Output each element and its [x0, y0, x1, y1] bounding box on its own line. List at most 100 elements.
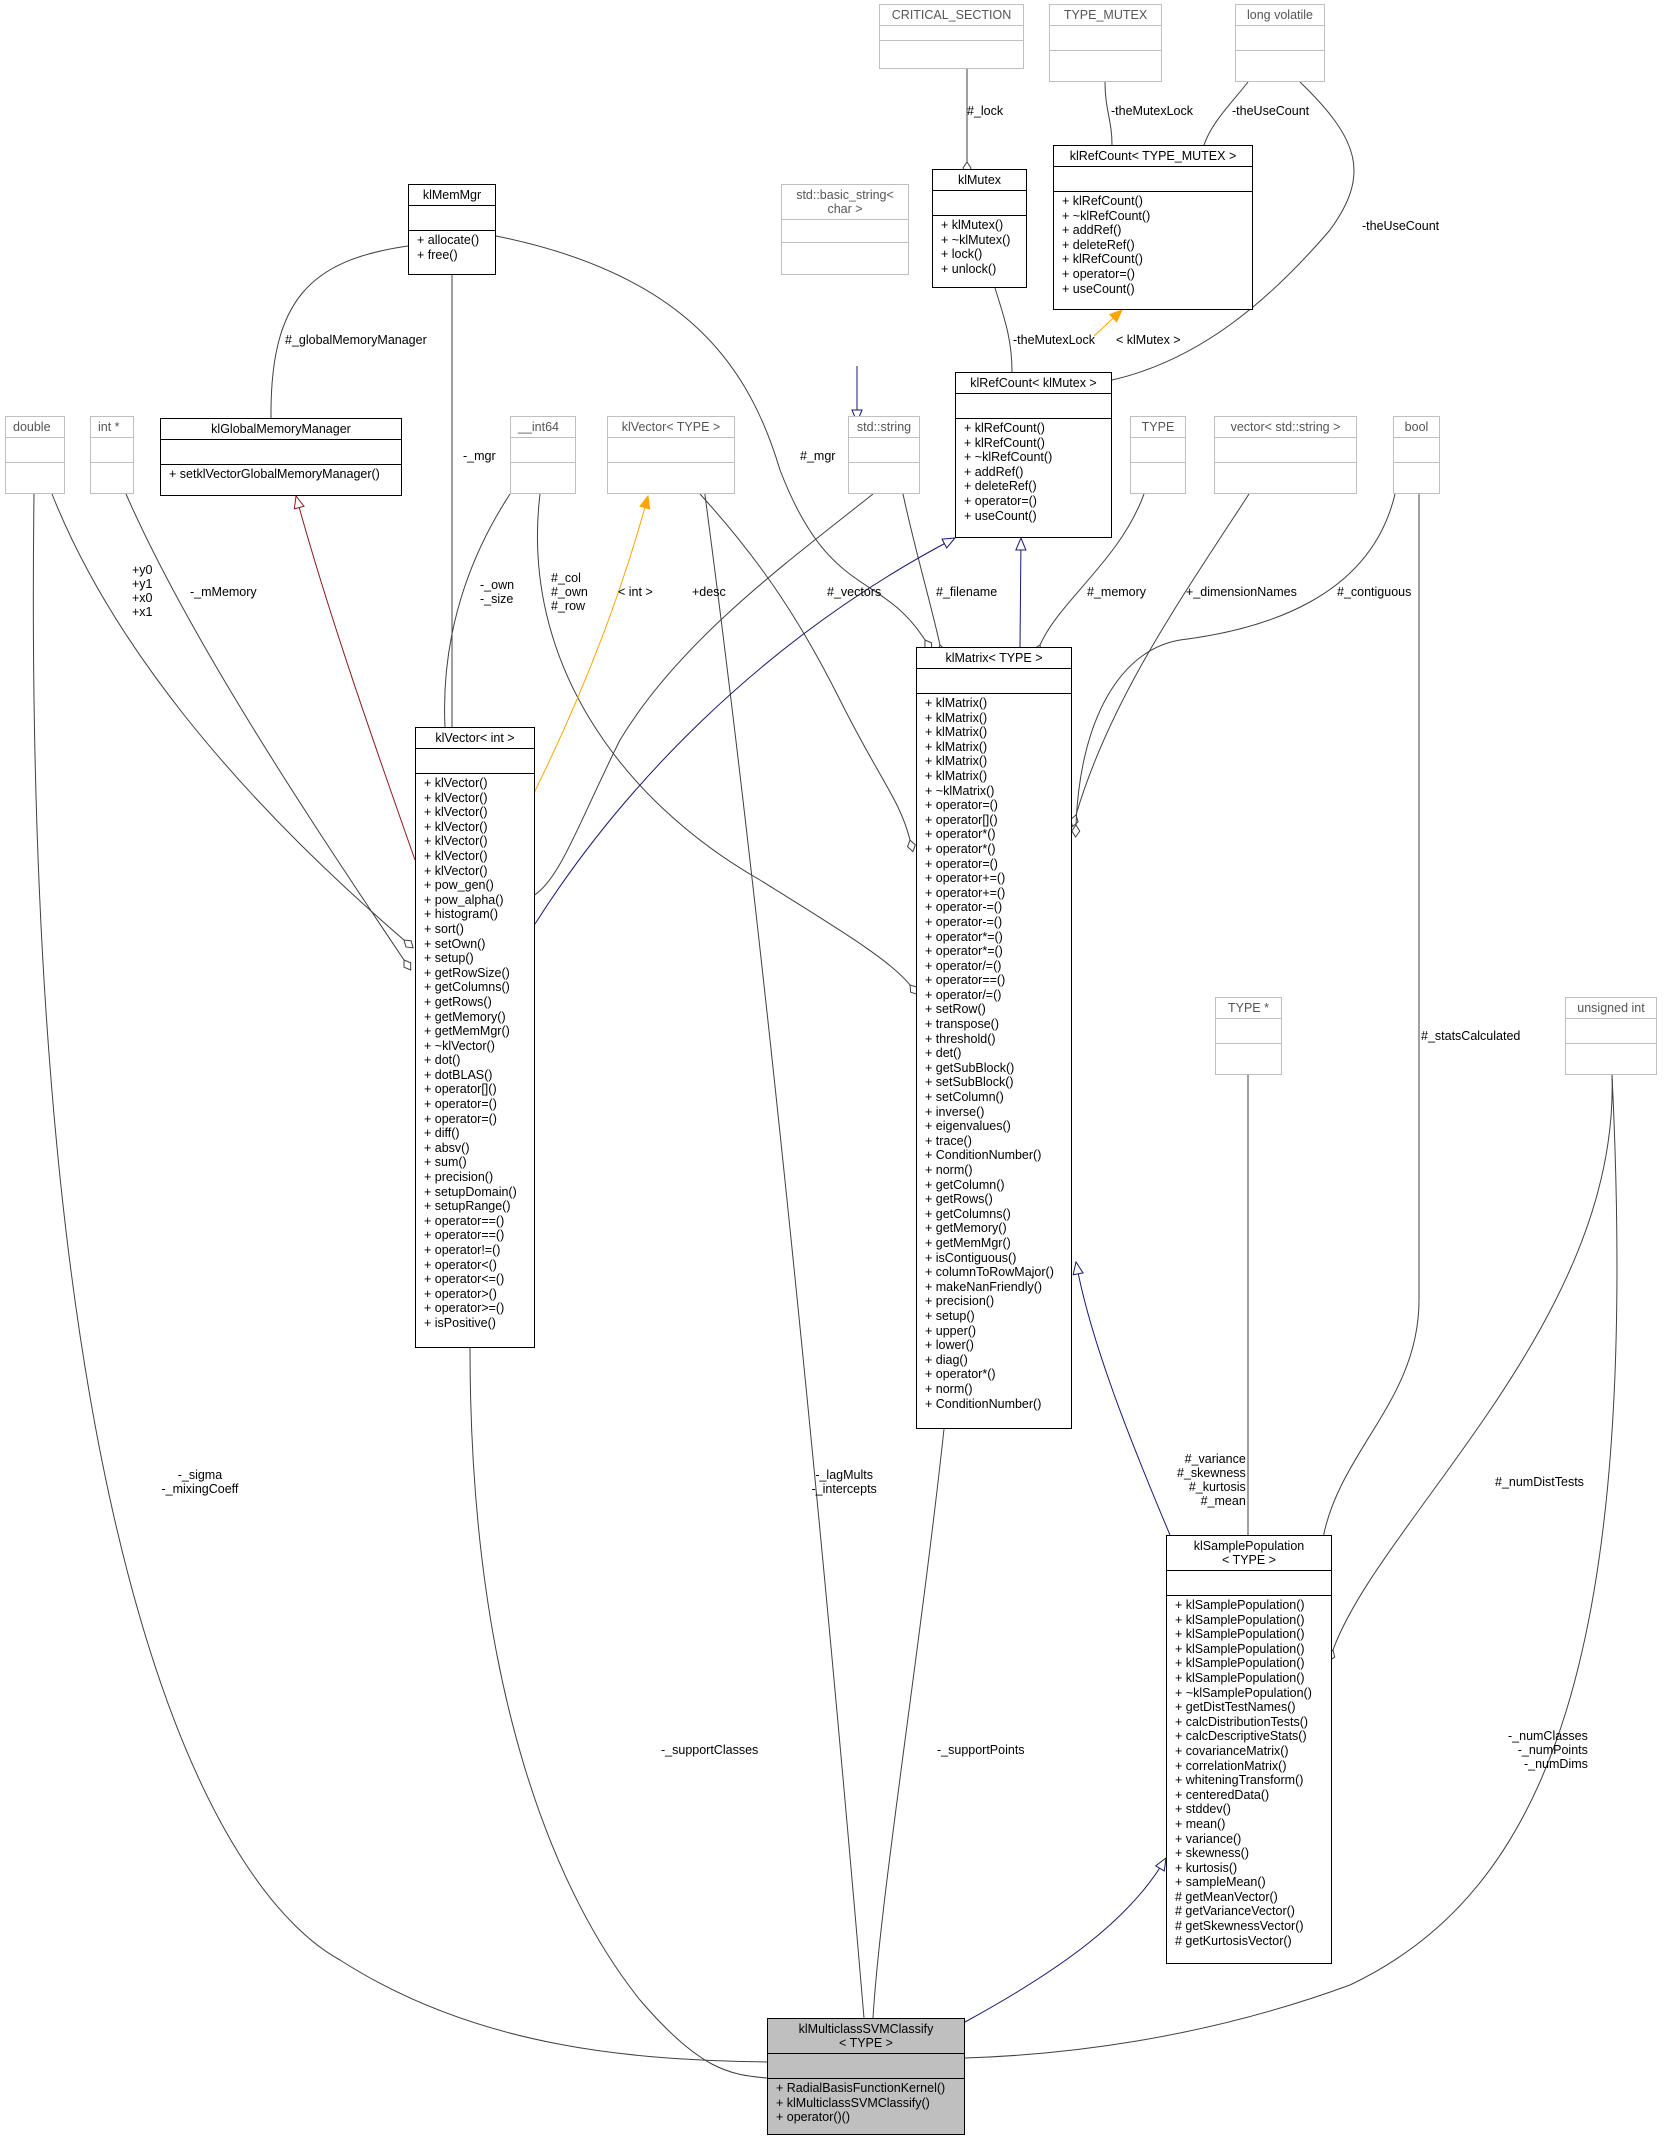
- edge-vectors: [699, 493, 916, 853]
- method-item: + getSubBlock(): [925, 1060, 1015, 1075]
- class-int-ptr: int *: [90, 416, 134, 494]
- method-item: + centeredData(): [1175, 1787, 1270, 1802]
- edge-label-dimension-names: +_dimensionNames: [1186, 585, 1297, 599]
- attributes-compartment: [416, 748, 534, 773]
- method-item: + columnToRowMajor(): [925, 1265, 1054, 1280]
- method-item: + getColumn(): [925, 1177, 1005, 1192]
- edge-label-num-classes: -_numClasses -_numPoints -_numDims: [1508, 1729, 1588, 1771]
- method-item: + klVector(): [424, 863, 488, 878]
- attributes-compartment: [880, 25, 1023, 40]
- method-item: + dot(): [424, 1053, 461, 1068]
- method-item: + lock(): [941, 247, 983, 262]
- method-item: + variance(): [1175, 1831, 1242, 1846]
- attributes-compartment: [1131, 437, 1185, 462]
- method-item: + norm(): [925, 1381, 973, 1396]
- method-item: + klMutex(): [941, 218, 1004, 232]
- attributes-compartment: [1566, 1018, 1656, 1043]
- edge-label-lag-mults: -_lagMults -_intercepts: [811, 1468, 877, 1496]
- method-item: + getDistTestNames(): [1175, 1700, 1296, 1715]
- edge-filename: [902, 493, 946, 658]
- edge-mMemory: [125, 493, 412, 971]
- edge-desc: [521, 493, 874, 904]
- method-item: + unlock(): [941, 261, 997, 276]
- class-double: double: [5, 416, 65, 494]
- method-item: # getKurtosisVector(): [1175, 1933, 1292, 1948]
- method-item: + klVector(): [424, 848, 488, 863]
- method-item: + getMemory(): [925, 1221, 1007, 1236]
- method-item: + threshold(): [925, 1031, 996, 1046]
- edge-lagMults: [699, 457, 870, 2031]
- edge-label-mutexlock: -theMutexLock: [1013, 333, 1095, 347]
- method-item: + setup(): [424, 951, 474, 966]
- method-item: + klMatrix(): [925, 696, 988, 710]
- method-item: + klVector(): [424, 776, 488, 790]
- method-item: + mean(): [1175, 1816, 1226, 1831]
- method-item: + kurtosis(): [1175, 1860, 1238, 1875]
- method-item: + ~klRefCount(): [964, 450, 1053, 465]
- method-item: + klRefCount(): [964, 421, 1045, 435]
- class-klvector-int: klVector< int > + klVector()+ klVector()…: [415, 727, 535, 1348]
- method-item: + operator*=(): [925, 929, 1003, 944]
- method-item: + eigenvalues(): [925, 1119, 1011, 1134]
- method-item: + operator>(): [424, 1286, 497, 1301]
- method-item: + ConditionNumber(): [925, 1148, 1042, 1163]
- method-item: + operator=(): [424, 1111, 497, 1126]
- method-item: + operator!=(): [424, 1243, 501, 1257]
- method-item: + skewness(): [1175, 1846, 1249, 1861]
- method-list: + allocate()+ free(): [409, 231, 495, 265]
- edge-statsCalculated: [1317, 494, 1420, 1551]
- method-item: + operator=(): [925, 798, 998, 813]
- method-item: + klVector(): [424, 819, 488, 834]
- method-item: + klSamplePopulation(): [1175, 1598, 1305, 1612]
- attributes-compartment: [782, 219, 908, 242]
- attributes-compartment: [956, 393, 1111, 418]
- methods-compartment: + klMatrix()+ klMatrix()+ klMatrix()+ kl…: [917, 693, 1071, 1414]
- method-item: + calcDistributionTests(): [1175, 1714, 1309, 1729]
- class-type-mutex: TYPE_MUTEX: [1049, 4, 1162, 82]
- method-item: + getMemory(): [424, 1009, 506, 1024]
- method-item: + klMatrix(): [925, 725, 988, 740]
- edge-label-own-size: -_own -_size: [480, 578, 515, 606]
- method-item: + klVector(): [424, 790, 488, 805]
- methods-compartment: [1394, 462, 1439, 477]
- class-long-volatile: long volatile: [1235, 4, 1325, 82]
- edge-label-col-own-row: #_col #_own #_row: [551, 571, 588, 613]
- method-item: + sum(): [424, 1155, 467, 1170]
- methods-compartment: [880, 40, 1023, 55]
- method-item: + makeNanFriendly(): [925, 1279, 1043, 1294]
- class-title: TYPE_MUTEX: [1063, 8, 1148, 22]
- edge-theUseCount-right: [1099, 81, 1355, 386]
- edge-label-mutexlock-top: -theMutexLock: [1111, 104, 1193, 118]
- class-title: CRITICAL_SECTION: [891, 8, 1012, 22]
- methods-compartment: [511, 462, 575, 477]
- method-item: + klSamplePopulation(): [1175, 1656, 1305, 1671]
- method-item: + inverse(): [925, 1104, 985, 1119]
- method-item: + operator<(): [424, 1257, 497, 1272]
- attributes-compartment: [1236, 25, 1324, 50]
- method-item: + det(): [925, 1046, 962, 1061]
- class-title: std::basic_string< char >: [796, 188, 894, 216]
- edge-globalMemoryManager: [266, 245, 409, 431]
- method-item: + setklVectorGlobalMemoryManager(): [169, 467, 380, 481]
- method-list: + klMutex()+ ~klMutex()+ lock()+ unlock(…: [933, 216, 1026, 279]
- edge-label-mgr-right: #_mgr: [800, 449, 836, 463]
- method-item: + sampleMean(): [1175, 1875, 1266, 1890]
- method-item: + setSubBlock(): [925, 1075, 1014, 1090]
- method-item: + klMatrix(): [925, 754, 988, 769]
- methods-compartment: [1216, 1043, 1281, 1058]
- method-item: + whiteningTransform(): [1175, 1773, 1304, 1788]
- method-list: + setklVectorGlobalMemoryManager(): [161, 465, 401, 485]
- methods-compartment: + klSamplePopulation()+ klSamplePopulati…: [1167, 1595, 1331, 1951]
- method-item: + operator()(): [776, 2110, 850, 2125]
- method-item: + operator=(): [925, 856, 998, 871]
- method-item: + covarianceMatrix(): [1175, 1743, 1289, 1758]
- method-list: + klRefCount()+ ~klRefCount()+ addRef()+…: [1054, 192, 1252, 299]
- edge-inherit-refcount-vector: [534, 538, 955, 925]
- method-item: + sort(): [424, 921, 464, 936]
- method-item: + ~klVector(): [424, 1038, 495, 1053]
- method-item: + klSamplePopulation(): [1175, 1612, 1305, 1627]
- methods-compartment: [849, 462, 919, 477]
- method-list: + RadialBasisFunctionKernel()+ klMulticl…: [768, 2079, 964, 2128]
- class-title: klRefCount< klMutex >: [970, 376, 1097, 390]
